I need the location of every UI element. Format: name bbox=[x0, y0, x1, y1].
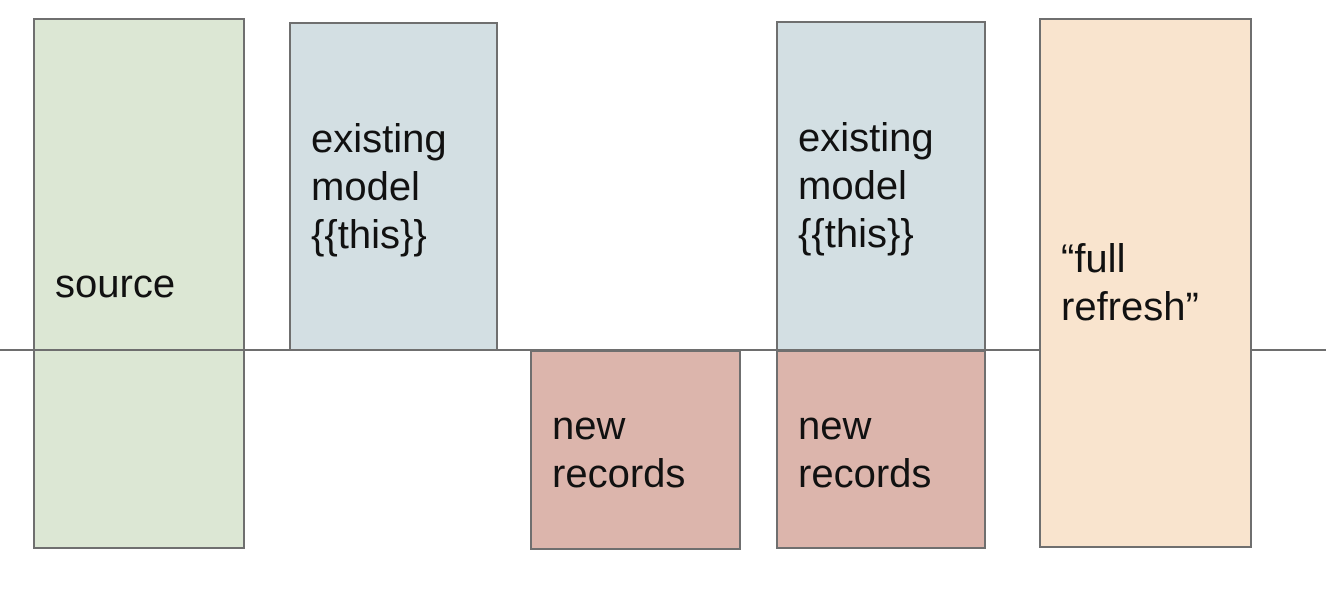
source-box: source bbox=[33, 18, 245, 549]
source-box-label: source bbox=[55, 261, 176, 306]
existing-model-box-1: existing model {{this}} bbox=[289, 22, 498, 351]
full-refresh-box: “full refresh” bbox=[1039, 18, 1252, 548]
existing-model-box-1-label: existing model {{this}} bbox=[311, 116, 447, 257]
existing-model-box-2: existing model {{this}} bbox=[776, 21, 986, 351]
new-records-box-1: new records bbox=[530, 350, 741, 550]
existing-model-box-2-label: existing model {{this}} bbox=[798, 116, 934, 256]
new-records-box-2: new records bbox=[776, 350, 986, 549]
new-records-box-1-label: new records bbox=[552, 404, 686, 496]
new-records-box-2-label: new records bbox=[798, 403, 932, 496]
full-refresh-box-label: “full refresh” bbox=[1061, 237, 1199, 329]
